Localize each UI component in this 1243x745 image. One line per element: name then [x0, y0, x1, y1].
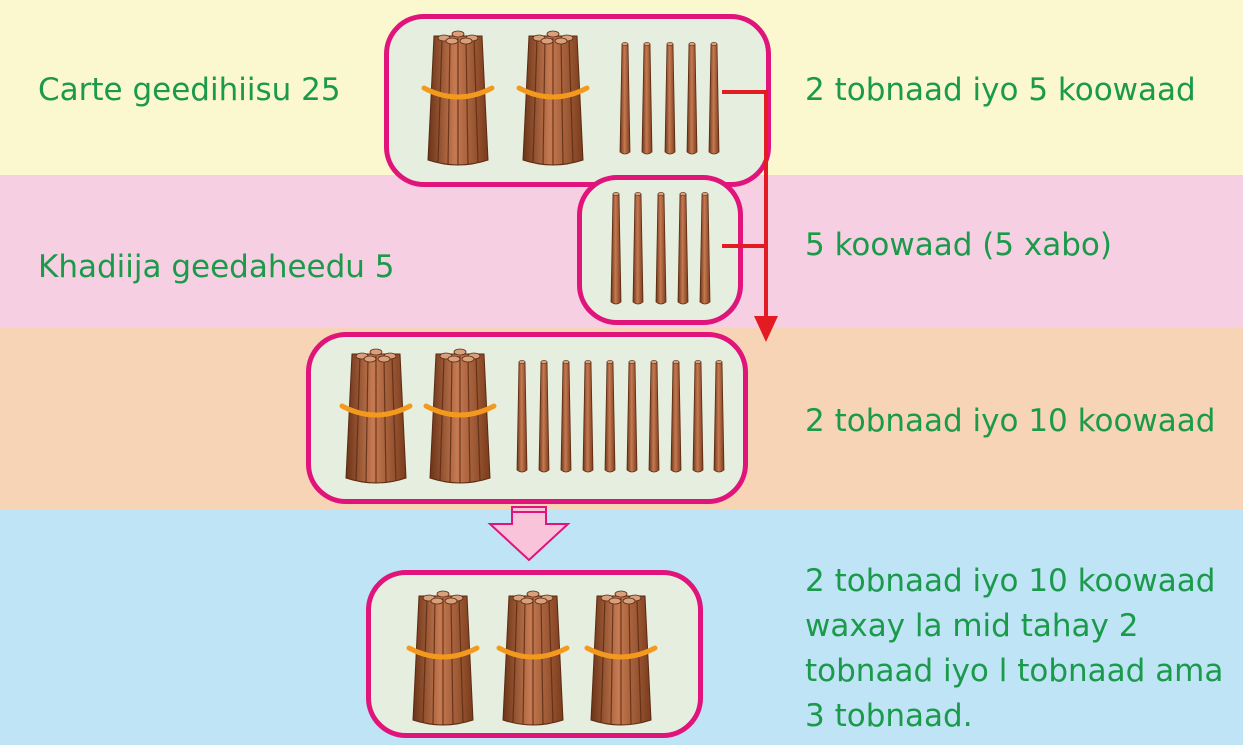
stick — [686, 42, 698, 155]
bundle-4 — [426, 349, 494, 483]
stick — [516, 359, 528, 473]
conclusion-line-2: waxay la mid tahay 2 — [805, 608, 1139, 644]
down-arrow-icon — [722, 90, 778, 342]
stick — [619, 42, 631, 155]
stick — [677, 191, 689, 305]
stick — [538, 359, 550, 473]
stick — [610, 191, 622, 305]
stick — [664, 42, 676, 155]
stick — [560, 359, 572, 473]
stick — [604, 359, 616, 473]
khadiija-label: Khadiija geedaheedu 5 — [38, 249, 395, 285]
stick — [699, 191, 711, 305]
bundle-5 — [409, 591, 477, 725]
stick — [582, 359, 594, 473]
bundle-2 — [519, 31, 587, 165]
stick — [708, 42, 720, 155]
stick — [692, 359, 704, 473]
hollow-down-arrow-icon — [487, 506, 571, 562]
row3-result-text: 2 tobnaad iyo 10 koowaad — [805, 403, 1216, 439]
carte-label: Carte geedihiisu 25 — [38, 72, 341, 108]
bundle-7 — [587, 591, 655, 725]
stick — [670, 359, 682, 473]
bundle-6 — [499, 591, 567, 725]
row2-result-text: 5 koowaad (5 xabo) — [805, 227, 1112, 263]
stick — [632, 191, 644, 305]
stick — [648, 359, 660, 473]
conclusion-line-3: tobnaad iyo l tobnaad ama — [805, 653, 1224, 689]
bundle-1 — [424, 31, 492, 165]
stick — [641, 42, 653, 155]
conclusion-line-4: 3 tobnaad. — [805, 698, 973, 734]
stick — [655, 191, 667, 305]
stick — [626, 359, 638, 473]
row1-result-text: 2 tobnaad iyo 5 koowaad — [805, 72, 1196, 108]
conclusion-line-1: 2 tobnaad iyo 10 koowaad — [805, 563, 1216, 599]
bundle-3 — [342, 349, 410, 483]
stick — [713, 359, 725, 473]
